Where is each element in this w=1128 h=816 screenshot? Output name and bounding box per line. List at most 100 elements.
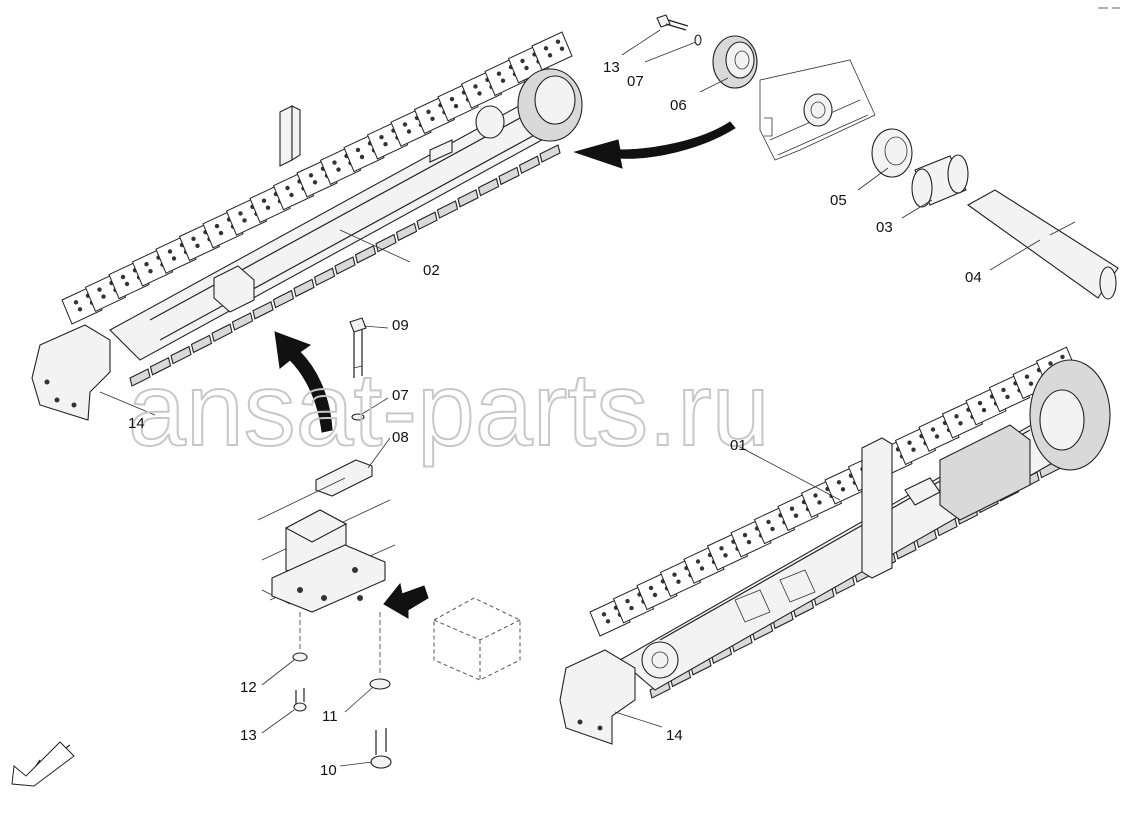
pad-hole	[453, 103, 459, 109]
flange-06	[712, 35, 758, 89]
pad-hole	[308, 173, 314, 178]
pad-hole	[285, 185, 290, 191]
pad-hole	[625, 598, 630, 604]
pad-hole	[648, 585, 654, 591]
pad-hole	[359, 154, 365, 160]
chain-link	[416, 211, 438, 230]
pad-hole	[813, 493, 818, 498]
chain-link	[293, 278, 315, 298]
track-pad	[531, 31, 573, 71]
arrow-down-left-icon	[11, 741, 75, 787]
chain-link	[539, 144, 561, 163]
chain-link	[170, 345, 192, 365]
chain-link	[457, 189, 479, 208]
chain-link	[518, 155, 541, 174]
pad-hole	[699, 566, 705, 571]
callout-14-right: 14	[666, 727, 683, 744]
track-assembly-upper	[31, 31, 583, 421]
bushing-03	[911, 154, 969, 208]
curved-arrow-icon	[274, 331, 333, 433]
chain-link	[252, 301, 274, 320]
pad-hole	[695, 559, 701, 564]
bolt-09	[349, 317, 367, 378]
callout-09: 09	[392, 317, 409, 334]
pad-hole	[719, 546, 724, 551]
pad-hole	[261, 198, 267, 203]
pad-hole	[770, 526, 775, 532]
pin-shaft-04	[966, 189, 1119, 300]
pad-hole	[402, 122, 408, 127]
pad-hole	[289, 192, 294, 198]
pad-hole	[120, 274, 126, 280]
callout-05: 05	[830, 192, 847, 209]
bolt-10	[370, 728, 392, 769]
pad-hole	[496, 71, 502, 76]
pad-hole	[355, 147, 361, 153]
pad-hole	[977, 400, 983, 406]
pad-hole	[1028, 381, 1034, 386]
reference-box-dashed	[433, 597, 521, 681]
pad-hole	[473, 84, 478, 89]
callout-07-mid: 07	[392, 387, 409, 404]
pad-hole	[336, 167, 341, 172]
upper-mount-post	[279, 105, 293, 167]
pad-hole	[195, 243, 200, 248]
pad-hole	[555, 39, 561, 44]
pad-hole	[543, 46, 549, 51]
chain-link	[477, 177, 500, 197]
callout-labels: 13 07 06 05 03 04 02 01 14 14 09 07 08 1…	[128, 59, 982, 779]
pad-hole	[652, 592, 658, 598]
pad-hole	[101, 294, 106, 299]
pad-hole	[426, 109, 431, 115]
curved-arrow-icon	[573, 121, 736, 169]
ring-05	[871, 128, 913, 178]
bolt-13-bottom	[293, 688, 307, 712]
pad-hole	[191, 236, 196, 241]
pad-hole	[723, 553, 728, 558]
pad-hole	[379, 135, 384, 140]
chain-link	[498, 166, 520, 186]
chain-link	[354, 245, 377, 264]
pad-hole	[430, 116, 435, 122]
pad-hole	[672, 572, 677, 577]
upper-track-bottom-chain	[129, 144, 561, 387]
chain-link	[190, 334, 213, 354]
callout-14-left: 14	[128, 415, 145, 432]
pad-hole	[836, 480, 842, 485]
pad-hole	[559, 46, 565, 51]
lower-end-plate	[559, 649, 636, 745]
pad-hole	[746, 539, 752, 545]
pad-hole	[1048, 361, 1053, 366]
pad-hole	[214, 223, 220, 229]
pad-hole	[1001, 387, 1006, 393]
pad-hole	[242, 218, 247, 223]
pad-hole	[97, 287, 102, 292]
detail-frame-cutaway	[759, 59, 876, 161]
pin-bushing-detail	[573, 14, 1119, 300]
lower-housing-block	[939, 424, 1031, 521]
pad-hole	[840, 487, 846, 492]
pad-hole	[934, 434, 940, 439]
pad-hole	[144, 262, 149, 267]
upper-track-top-pads	[61, 31, 573, 325]
pad-hole	[218, 230, 224, 236]
pad-hole	[524, 65, 529, 71]
pad-hole	[500, 78, 506, 83]
washer-12	[292, 652, 308, 662]
callout-06: 06	[670, 97, 687, 114]
pad-hole	[742, 532, 748, 538]
pad-hole	[77, 307, 83, 312]
chain-link	[149, 357, 172, 376]
pad-hole	[766, 519, 771, 525]
pad-hole	[793, 513, 799, 518]
pad-hole	[148, 269, 153, 274]
callout-08: 08	[392, 429, 409, 446]
pad-hole	[167, 249, 173, 254]
upper-bracket-block	[213, 265, 255, 313]
callout-02: 02	[423, 262, 440, 279]
chain-link	[129, 368, 151, 387]
callout-12: 12	[240, 679, 257, 696]
pad-hole	[547, 53, 553, 58]
callout-07-top: 07	[627, 73, 644, 90]
chain-link	[375, 233, 397, 253]
